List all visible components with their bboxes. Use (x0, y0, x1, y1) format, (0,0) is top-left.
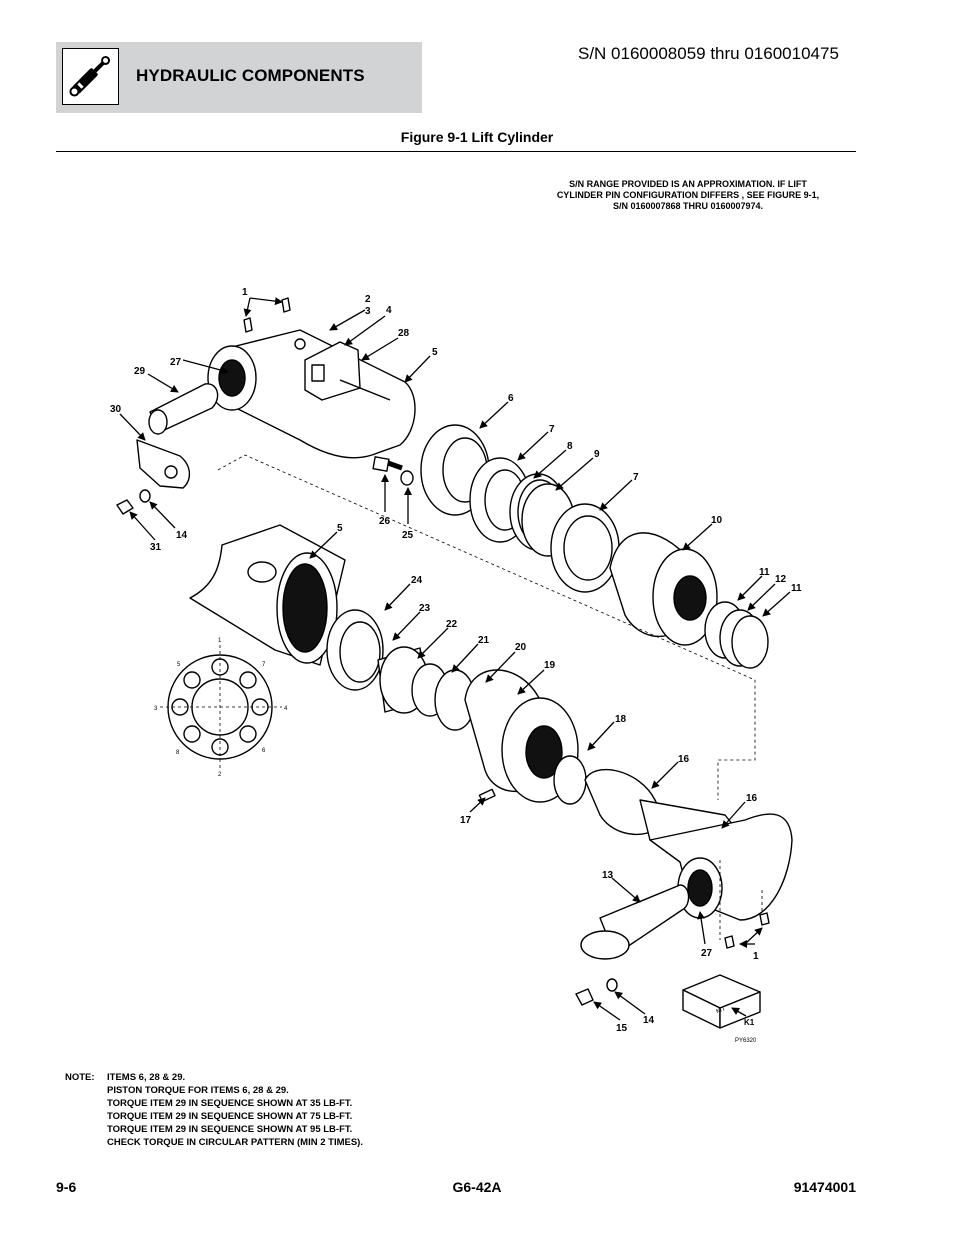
callout-31: 31 (150, 542, 162, 553)
sn-note-line: S/N RANGE PROVIDED IS AN APPROXIMATION. … (569, 179, 807, 189)
callout-29: 29 (134, 366, 146, 377)
torque-seq-7: 7 (262, 662, 266, 668)
note-line: TORQUE ITEM 29 IN SEQUENCE SHOWN AT 35 L… (107, 1098, 353, 1109)
callout-9: 9 (594, 449, 600, 460)
callout-30: 30 (110, 404, 122, 415)
callout-27: 27 (701, 948, 713, 959)
callout-5: 5 (432, 347, 438, 358)
callout-28: 28 (398, 328, 410, 339)
callout-24: 24 (411, 575, 423, 586)
callout-27: 27 (170, 357, 182, 368)
kit-label: KIT (716, 1006, 727, 1015)
note-line: PISTON TORQUE FOR ITEMS 6, 28 & 29. (107, 1085, 289, 1096)
callout-17: 17 (460, 815, 472, 826)
barrel-head (207, 329, 416, 459)
callout-2: 2 (365, 294, 371, 305)
bolt-26 (372, 456, 390, 472)
callout-k1: K1 (744, 1018, 755, 1027)
keeper-plate (136, 439, 191, 489)
torque-seq-1: 1 (218, 638, 222, 644)
bolt-31 (116, 499, 134, 515)
setscrew-17 (478, 788, 496, 803)
callout-22: 22 (446, 619, 458, 630)
callout-3: 3 (365, 306, 371, 317)
callout-7: 7 (549, 424, 555, 435)
header-rule (56, 151, 856, 152)
sn-note-line: S/N 0160007868 THRU 0160007974. (612, 201, 764, 211)
torque-seq-8: 8 (176, 750, 180, 756)
note-line: CHECK TORQUE IN CIRCULAR PATTERN (MIN 2 … (107, 1137, 363, 1148)
sn-range-note: S/N RANGE PROVIDED IS AN APPROXIMATION. … (520, 179, 856, 212)
washer-14 (139, 489, 151, 503)
bolt-15 (575, 988, 594, 1006)
pin-29 (148, 383, 219, 435)
note-line: TORQUE ITEM 29 IN SEQUENCE SHOWN AT 75 L… (107, 1111, 353, 1122)
callout-15: 15 (616, 1023, 628, 1034)
callout-8: 8 (567, 441, 573, 452)
callout-5: 5 (337, 523, 343, 534)
callout-20: 20 (515, 642, 527, 653)
barrel-5 (189, 524, 346, 666)
torque-seq-4: 4 (284, 706, 288, 712)
callout-11: 11 (791, 583, 802, 594)
callout-4: 4 (386, 305, 392, 316)
serial-range: S/N 0160008059 thru 0160010475 (578, 44, 839, 63)
callout-18: 18 (615, 714, 627, 725)
page-number: 9-6 (56, 1179, 77, 1195)
piston-10 (609, 532, 718, 646)
callout-14: 14 (176, 530, 188, 541)
hydraulic-cylinder-icon (62, 48, 119, 105)
document-number: 91474001 (793, 1179, 856, 1195)
torque-seq-3: 3 (154, 706, 158, 712)
sn-note-line: CYLINDER PIN CONFIGURATION DIFFERS , SEE… (556, 190, 820, 200)
callout-26: 26 (379, 516, 391, 527)
torque-seq-5: 5 (177, 662, 181, 668)
callout-7: 7 (633, 472, 639, 483)
model-number: G6-42A (452, 1179, 502, 1195)
ring-18 (553, 755, 587, 805)
note-label: NOTE: (65, 1072, 95, 1083)
callout-10: 10 (711, 515, 723, 526)
figure-title: Figure 9-1 Lift Cylinder (400, 129, 554, 145)
callout-12: 12 (775, 574, 787, 585)
rod-16 (584, 768, 793, 921)
callout-14: 14 (643, 1015, 655, 1026)
section-title: HYDRAULIC COMPONENTS (136, 66, 365, 85)
grease-fitting-1 (243, 317, 253, 333)
callout-1: 1 (753, 951, 759, 962)
note-line: ITEMS 6, 28 & 29. (107, 1072, 186, 1083)
callout-23: 23 (419, 603, 431, 614)
callout-6: 6 (508, 393, 514, 404)
pin-13 (580, 884, 690, 960)
seal-11b (731, 615, 769, 669)
torque-seq-6: 6 (262, 748, 266, 754)
torque-seq-2: 2 (218, 772, 222, 778)
callout-19: 19 (544, 660, 556, 671)
callout-11: 11 (759, 567, 770, 578)
washer-25 (400, 470, 414, 486)
note-line: TORQUE ITEM 29 IN SEQUENCE SHOWN AT 95 L… (107, 1124, 353, 1135)
callout-13: 13 (602, 870, 614, 881)
image-id: PY6320 (735, 1038, 757, 1044)
callout-16: 16 (678, 754, 690, 765)
callout-25: 25 (402, 530, 414, 541)
callout-16: 16 (746, 793, 758, 804)
washer-14b (606, 978, 618, 992)
callout-21: 21 (478, 635, 490, 646)
callout-1: 1 (242, 287, 248, 298)
